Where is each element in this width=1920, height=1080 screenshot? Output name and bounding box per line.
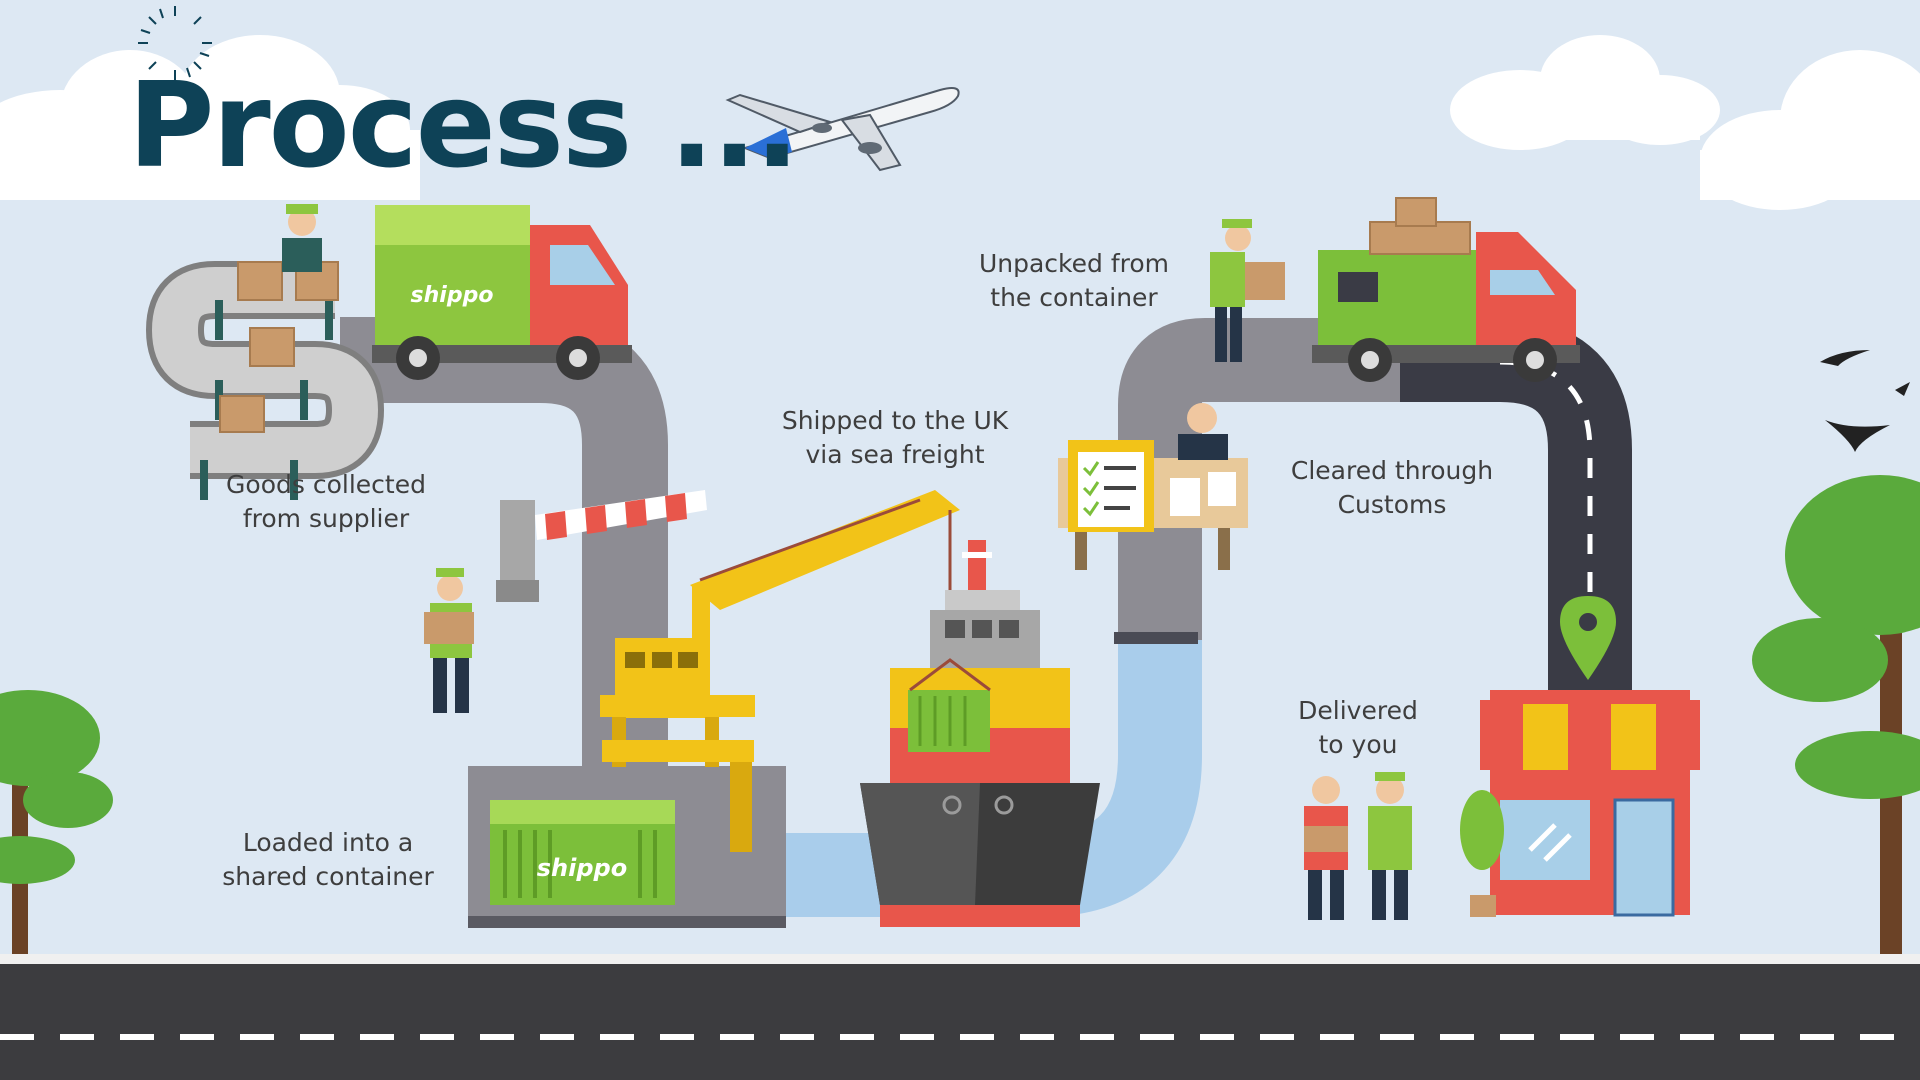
shop-icon bbox=[1480, 690, 1700, 917]
conveyor-belt bbox=[145, 261, 385, 500]
sun-icon bbox=[138, 6, 212, 80]
birds-icon bbox=[1820, 350, 1910, 452]
container-logo: shippo bbox=[537, 854, 627, 882]
road-middle bbox=[1118, 318, 1400, 640]
step-label-cleared-customs: Cleared through Customs bbox=[1290, 456, 1494, 519]
shipping-container-icon bbox=[490, 800, 675, 905]
customs-desk-icon bbox=[1058, 440, 1248, 570]
cargo-ship-icon bbox=[860, 540, 1100, 927]
barrier-gate-icon bbox=[496, 490, 707, 602]
step-label-loaded-container: Loaded into a shared container bbox=[222, 828, 434, 891]
cloud-left bbox=[0, 35, 420, 200]
step-label-goods-collected: Goods collected from supplier bbox=[226, 470, 426, 533]
page-title: Process ... bbox=[128, 56, 800, 194]
crane-icon bbox=[600, 490, 960, 852]
truck-left-icon bbox=[372, 205, 632, 380]
truck-right-icon bbox=[1312, 197, 1580, 382]
plant-icon bbox=[1460, 790, 1504, 917]
curb bbox=[0, 954, 1920, 964]
location-pin-icon bbox=[1560, 596, 1616, 680]
tree-right-icon bbox=[1752, 475, 1920, 955]
step-label-delivered: Delivered to you bbox=[1298, 696, 1418, 759]
customer-figures-icon bbox=[1304, 772, 1412, 920]
truck-left-logo: shippo bbox=[411, 283, 494, 308]
customs-officer-icon bbox=[1178, 403, 1228, 460]
step-label-unpacked: Unpacked from the container bbox=[978, 249, 1170, 312]
road-lane-marking bbox=[1499, 359, 1593, 660]
airplane-icon bbox=[725, 87, 960, 172]
step-label-shipped-uk: Shipped to the UK via sea freight bbox=[781, 406, 1009, 469]
street bbox=[0, 964, 1920, 1080]
worker-unpacking-icon bbox=[1210, 219, 1285, 362]
cloud-right-large bbox=[1700, 50, 1920, 210]
worker-carrying-icon bbox=[424, 568, 474, 713]
tree-left-icon bbox=[0, 690, 113, 955]
road-edge bbox=[1114, 632, 1198, 644]
worker-conveyor-icon bbox=[282, 204, 322, 272]
cloud-right-small bbox=[1450, 35, 1720, 150]
